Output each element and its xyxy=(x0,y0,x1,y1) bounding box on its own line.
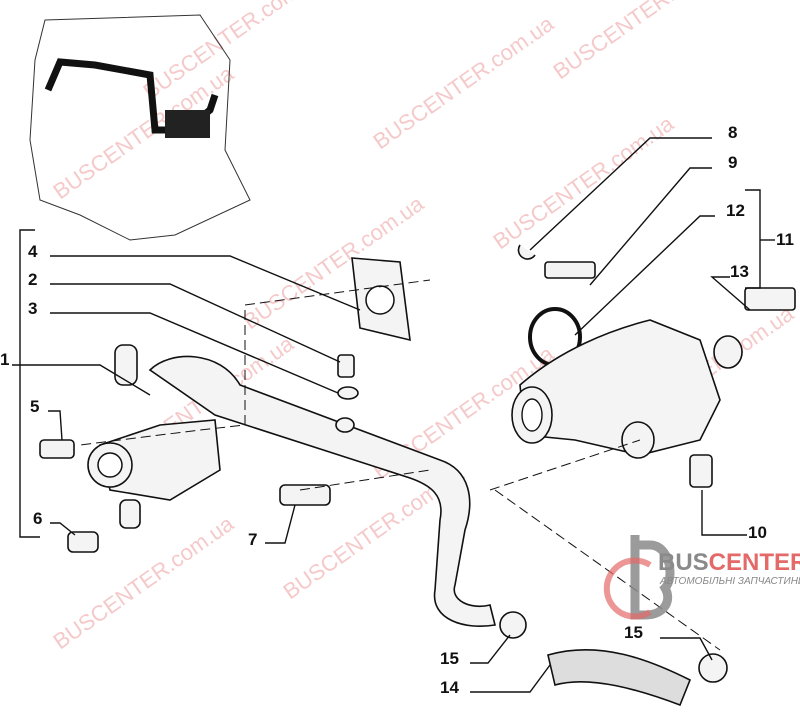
logo-brand-bus: BUS xyxy=(658,549,709,576)
callout-9: 9 xyxy=(728,153,737,172)
logo-tagline: АВТОМОБІЛЬНІ ЗАПЧАСТИНИ xyxy=(659,576,800,587)
callout-1: 1 xyxy=(0,350,9,369)
callout-5: 5 xyxy=(30,397,39,416)
hose xyxy=(499,611,728,707)
callout-12: 12 xyxy=(726,201,745,220)
watermark: BUSCENTER.com.ua xyxy=(549,0,739,84)
callout-11: 11 xyxy=(776,230,794,249)
callout-13: 13 xyxy=(730,262,749,281)
callouts: 8 9 12 11 13 4 2 3 1 5 6 7 10 15 14 15 xyxy=(0,123,794,697)
engine-thumbnail xyxy=(29,14,251,241)
alignment-lines xyxy=(79,279,721,651)
callout-3: 3 xyxy=(28,299,37,318)
watermark: BUSCENTER.com.ua xyxy=(369,10,559,154)
callout-15: 15 xyxy=(624,623,643,642)
watermark: BUSCENTER.com.ua xyxy=(489,110,679,254)
callout-4: 4 xyxy=(28,242,38,261)
callout-2: 2 xyxy=(28,270,37,289)
callout-7: 7 xyxy=(248,530,257,549)
leader-lines xyxy=(12,137,775,693)
water-pipe-assembly xyxy=(87,344,496,627)
callout-10: 10 xyxy=(748,523,767,542)
svg-text:BUSCENTER: BUSCENTER xyxy=(658,549,800,576)
small-parts xyxy=(39,244,796,553)
callout-6: 6 xyxy=(33,509,42,528)
buscenter-logo: BUSCENTER АВТОМОБІЛЬНІ ЗАПЧАСТИНИ xyxy=(603,535,800,620)
logo-brand-center: CENTER xyxy=(709,549,800,576)
gasket xyxy=(351,257,411,342)
callout-14: 14 xyxy=(440,678,459,697)
thermostat-housing xyxy=(511,319,743,488)
callout-15: 15 xyxy=(440,649,459,668)
callout-8: 8 xyxy=(728,123,737,142)
